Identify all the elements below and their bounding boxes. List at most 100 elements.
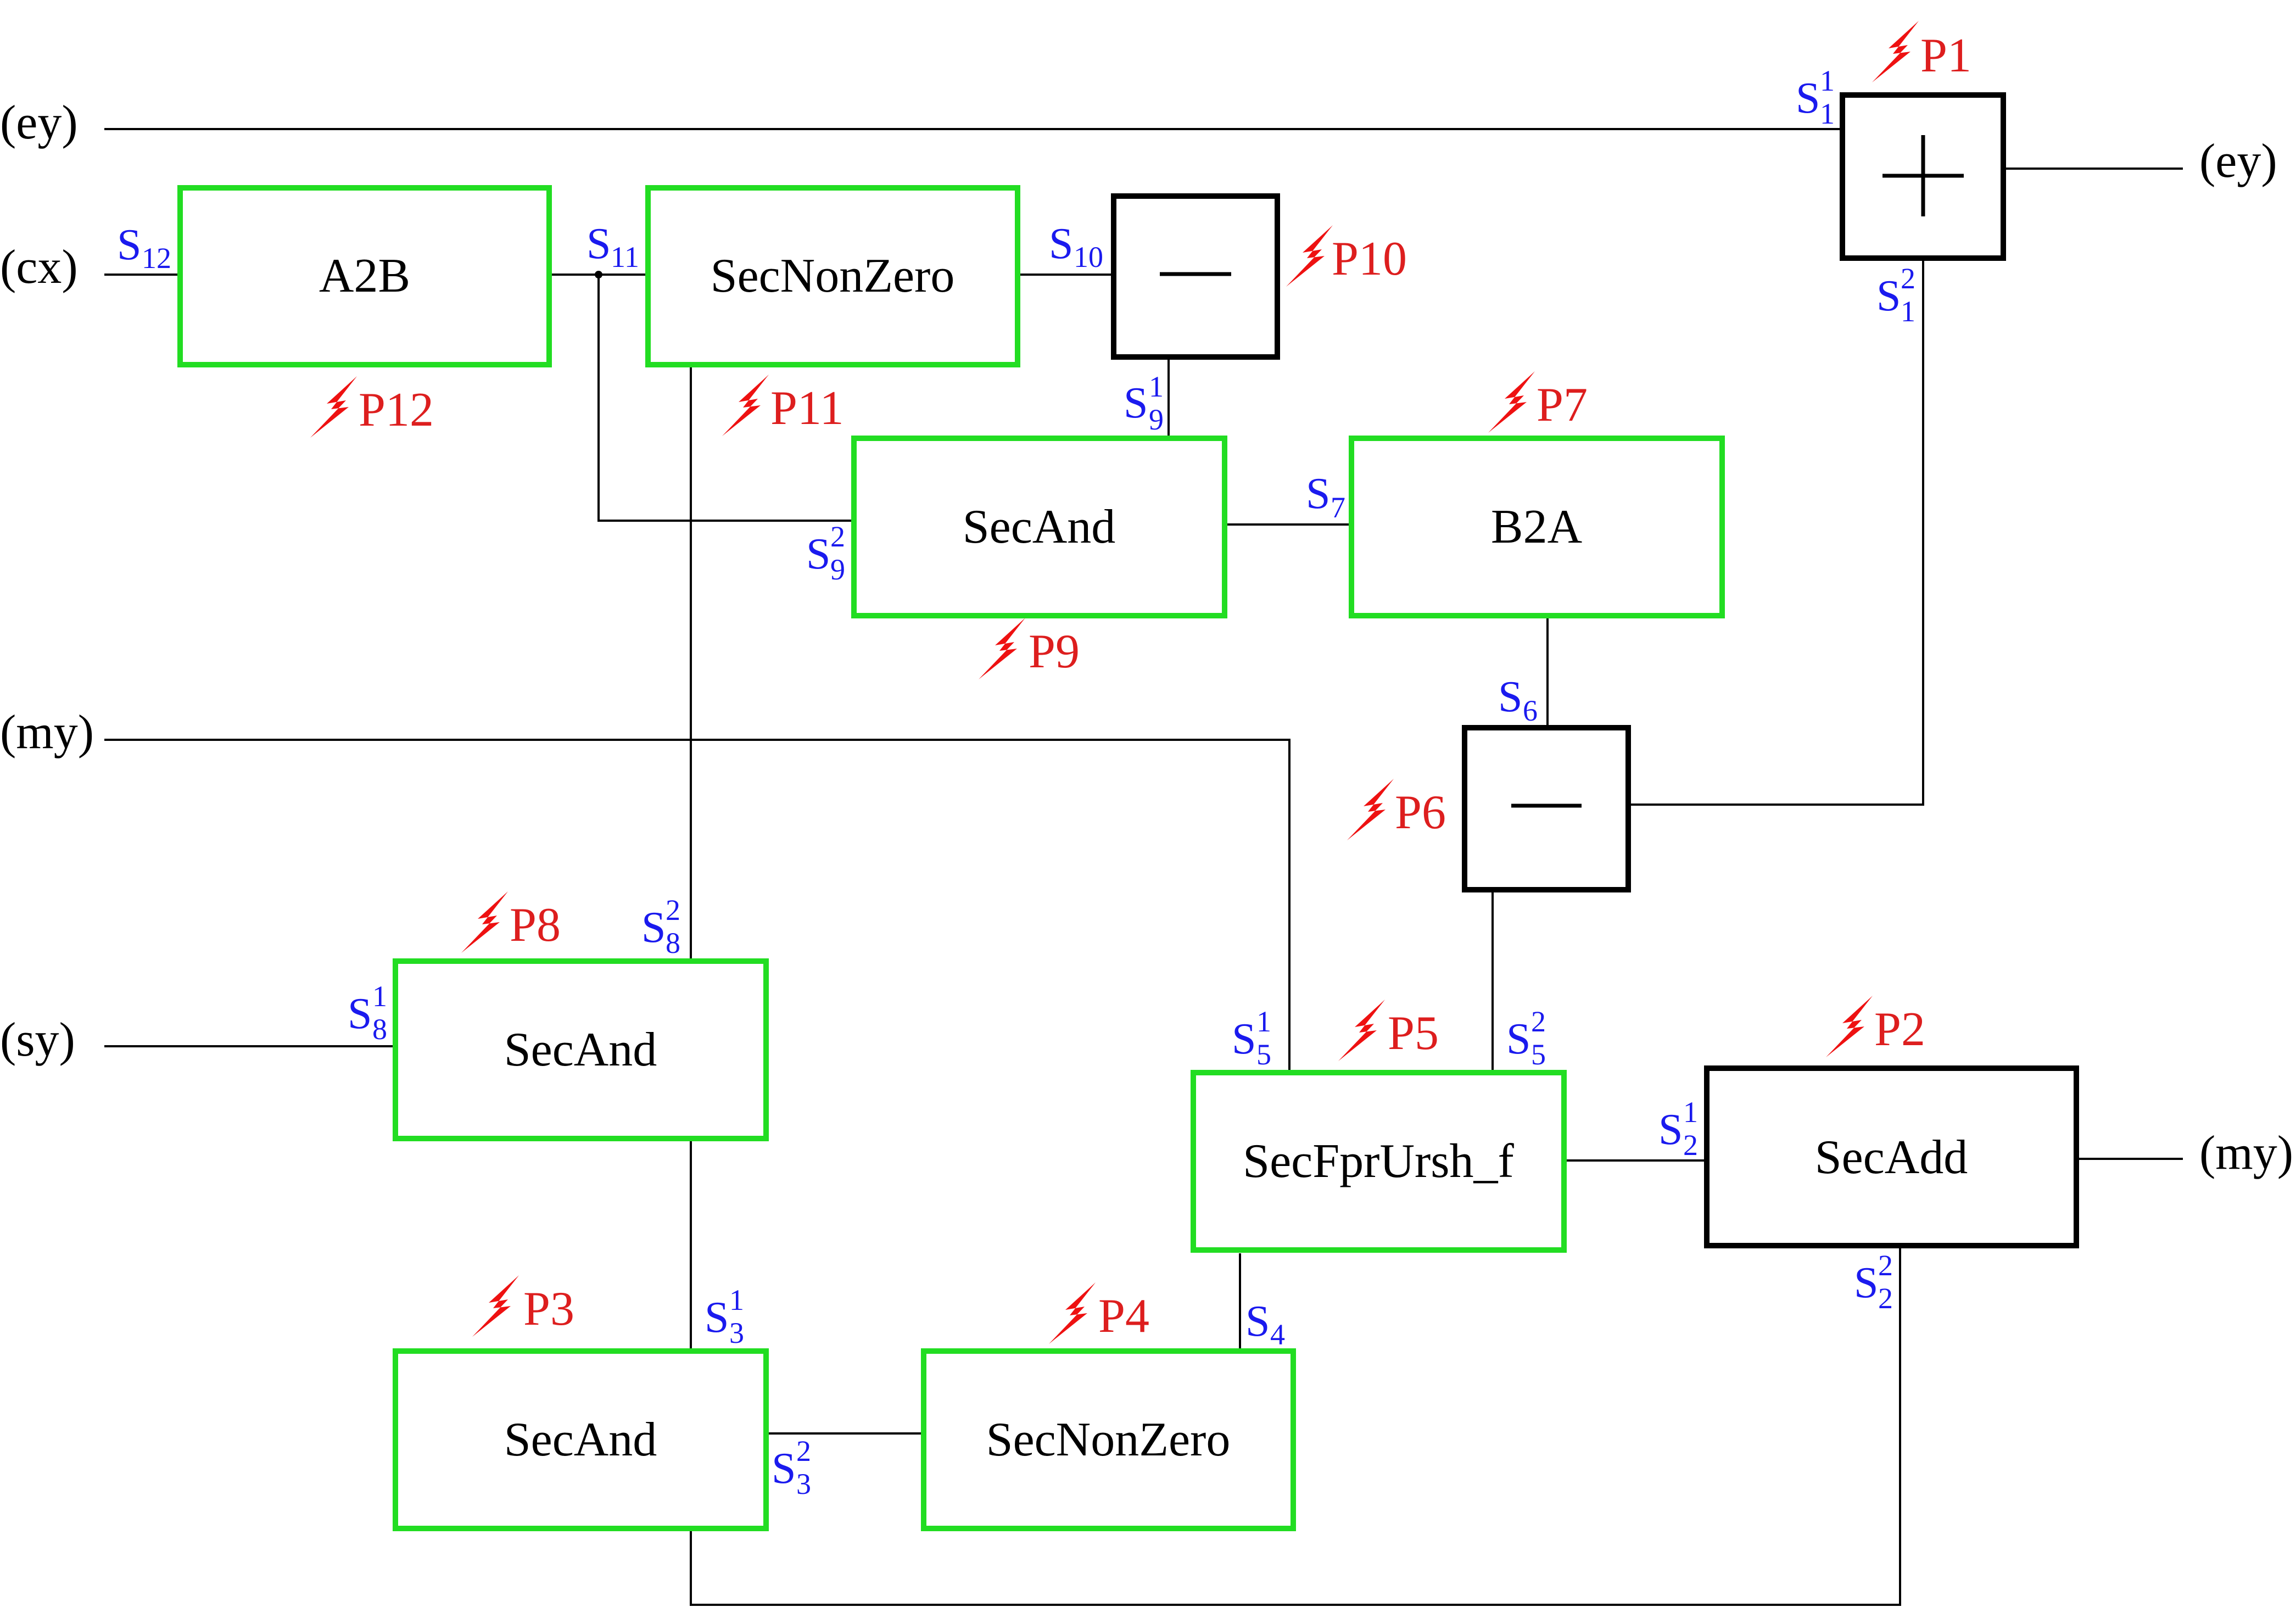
block-a2b: A2B — [177, 185, 552, 367]
block-secfprursh: SecFprUrsh_f — [1191, 1070, 1567, 1253]
signal-s2-2: S 2 2 — [1854, 1249, 1893, 1315]
svg-text:S: S — [1854, 1259, 1879, 1307]
svg-text:4: 4 — [1270, 1318, 1285, 1351]
block-label: SecNonZero — [711, 249, 955, 303]
probe-p6: P6 — [1347, 779, 1446, 840]
wire-my-in — [104, 739, 1291, 1073]
block-b2a: B2A — [1349, 436, 1725, 618]
probe-p5: P5 — [1338, 1000, 1439, 1061]
lightning-bolt-icon — [1338, 1000, 1385, 1061]
block-label: SecAnd — [504, 1413, 657, 1466]
block-minus-mid — [1462, 725, 1631, 892]
svg-text:2: 2 — [796, 1435, 811, 1467]
signal-s9-2: S 2 9 — [806, 520, 845, 586]
svg-text:S: S — [641, 903, 666, 952]
block-minus-top — [1111, 193, 1280, 360]
svg-text:9: 9 — [830, 553, 845, 586]
svg-text:P12: P12 — [359, 383, 434, 437]
svg-text:1: 1 — [1820, 64, 1835, 97]
svg-text:P3: P3 — [523, 1282, 574, 1336]
svg-text:S: S — [586, 220, 611, 268]
signal-s5-1: S 1 5 — [1232, 1005, 1271, 1071]
svg-text:P11: P11 — [770, 382, 844, 435]
svg-text:11: 11 — [611, 241, 639, 274]
svg-text:S: S — [1232, 1015, 1256, 1063]
probe-p10: P10 — [1286, 225, 1407, 287]
input-label-sy: (sy) — [0, 1013, 75, 1067]
lightning-bolt-icon — [1049, 1282, 1096, 1344]
svg-text:2: 2 — [1878, 1249, 1893, 1282]
signal-s2-1: S 1 2 — [1658, 1096, 1698, 1162]
output-label-my: (my) — [2199, 1126, 2293, 1180]
signal-s3-1: S 1 3 — [705, 1284, 744, 1349]
svg-text:3: 3 — [729, 1316, 744, 1349]
svg-text:P2: P2 — [1874, 1003, 1925, 1056]
svg-text:S: S — [705, 1293, 729, 1342]
svg-text:S: S — [348, 990, 372, 1038]
signal-s7: S 7 — [1306, 470, 1345, 524]
svg-text:7: 7 — [1331, 491, 1345, 524]
svg-text:P5: P5 — [1388, 1007, 1439, 1060]
wire-s1-2 — [1628, 258, 1924, 806]
svg-text:P1: P1 — [1920, 29, 1971, 82]
svg-text:3: 3 — [796, 1467, 811, 1500]
svg-text:S: S — [1506, 1015, 1531, 1063]
probe-p9: P9 — [979, 618, 1080, 679]
svg-text:2: 2 — [830, 520, 845, 553]
block-label: SecFprUrsh_f — [1243, 1135, 1514, 1188]
block-secand-mid: SecAnd — [851, 436, 1227, 618]
input-label-cx: (cx) — [0, 241, 78, 294]
svg-text:1: 1 — [372, 980, 387, 1013]
svg-text:2: 2 — [1531, 1005, 1546, 1038]
svg-text:12: 12 — [142, 242, 171, 275]
svg-text:S: S — [1049, 220, 1074, 268]
block-secand-bottom: SecAnd — [393, 1348, 769, 1531]
signal-s1-2: S 2 1 — [1876, 262, 1915, 328]
svg-text:S: S — [1658, 1106, 1683, 1154]
probe-p7: P7 — [1488, 371, 1588, 433]
block-label: SecNonZero — [986, 1413, 1231, 1466]
lightning-bolt-icon — [1488, 371, 1535, 433]
svg-text:2: 2 — [1901, 262, 1915, 295]
svg-text:S: S — [1498, 673, 1523, 721]
block-secadd: SecAdd — [1704, 1065, 2079, 1248]
block-label: A2B — [319, 249, 410, 303]
block-secnonzero-bottom: SecNonZero — [921, 1348, 1296, 1531]
svg-text:P4: P4 — [1098, 1290, 1149, 1343]
svg-text:P10: P10 — [1332, 232, 1407, 286]
svg-text:1: 1 — [1256, 1005, 1271, 1038]
lightning-bolt-icon — [1286, 225, 1333, 287]
svg-text:P6: P6 — [1395, 786, 1446, 839]
svg-text:S: S — [1245, 1297, 1270, 1346]
lightning-bolt-icon — [310, 376, 357, 438]
svg-text:1: 1 — [1683, 1096, 1698, 1129]
svg-text:2: 2 — [666, 894, 680, 927]
lightning-bolt-icon — [979, 618, 1025, 679]
wire-s2-2 — [690, 1246, 1901, 1606]
signal-s4: S 4 — [1245, 1297, 1285, 1351]
lightning-bolt-icon — [1872, 21, 1919, 82]
lightning-bolt-icon — [1347, 779, 1394, 840]
svg-text:S: S — [1876, 272, 1901, 320]
probe-p1: P1 — [1872, 21, 1971, 82]
svg-text:8: 8 — [666, 927, 680, 959]
svg-text:S: S — [117, 221, 142, 269]
svg-text:P8: P8 — [510, 899, 561, 952]
signal-s8-2: S 2 8 — [641, 894, 680, 959]
svg-text:9: 9 — [1149, 403, 1164, 436]
svg-text:P9: P9 — [1029, 625, 1080, 678]
probe-p12: P12 — [310, 376, 434, 438]
svg-text:S: S — [806, 530, 831, 578]
probe-p4: P4 — [1049, 1282, 1149, 1344]
signal-s12: S 12 — [117, 221, 171, 275]
svg-text:5: 5 — [1256, 1038, 1271, 1071]
signal-s1-1: S 1 1 — [1796, 64, 1835, 130]
block-secnonzero-top: SecNonZero — [645, 185, 1020, 367]
block-secand-left: SecAnd — [393, 958, 769, 1141]
lightning-bolt-icon — [472, 1275, 519, 1337]
svg-text:6: 6 — [1523, 694, 1538, 727]
svg-text:2: 2 — [1878, 1282, 1893, 1315]
probe-p2: P2 — [1826, 996, 1925, 1057]
signal-s10: S 10 — [1049, 220, 1103, 274]
